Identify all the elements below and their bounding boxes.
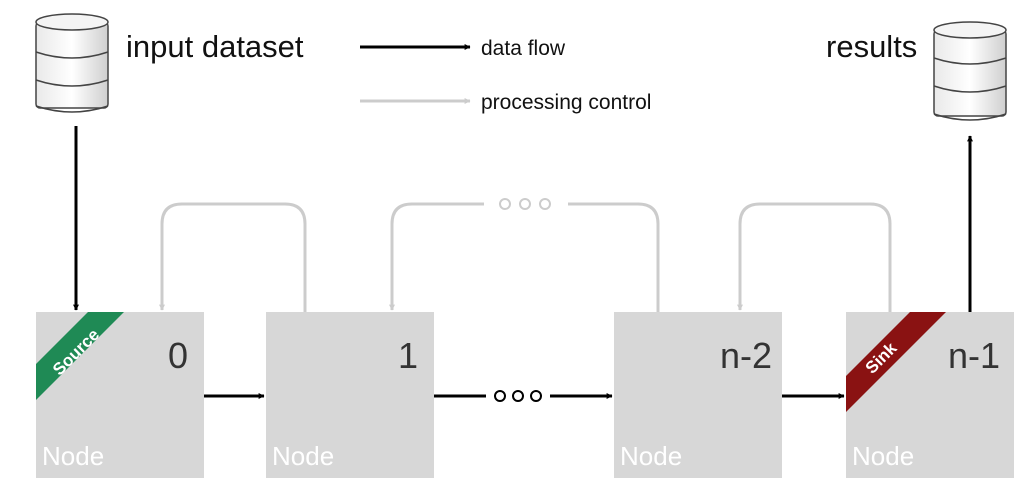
sink-banner	[846, 312, 946, 412]
input-dataset-label: input dataset	[126, 29, 304, 64]
node-n-1-box	[846, 312, 1014, 478]
node-n-1: Sink n-1 Node	[846, 312, 1014, 478]
node-0: Source 0 Node	[36, 312, 204, 478]
node-1-caption: Node	[272, 441, 334, 471]
control-arrow-node-n1-to-node-n2	[737, 202, 892, 312]
control-ellipsis-icon	[499, 198, 551, 210]
control-arrow-node1-to-node0	[159, 202, 307, 312]
node-n-1-caption: Node	[852, 441, 914, 471]
node-n-2: n-2 Node	[614, 312, 782, 478]
data-ellipsis-icon	[494, 390, 542, 402]
node-n-2-number: n-2	[720, 335, 772, 376]
node-1-box	[266, 312, 434, 478]
control-arrow-node-n2-segment	[568, 202, 660, 312]
legend: data flow processing control	[360, 37, 651, 114]
node-1: 1 Node	[266, 312, 434, 478]
results-database-icon	[933, 21, 1007, 121]
node-1-number: 1	[398, 335, 418, 376]
input-database-icon	[35, 13, 109, 113]
source-banner	[36, 312, 124, 400]
control-arrow-to-node1	[389, 202, 484, 311]
node-n-2-caption: Node	[620, 441, 682, 471]
legend-processing-control-label: processing control	[481, 91, 651, 114]
node-n-2-box	[614, 312, 782, 478]
node-0-number: 0	[168, 335, 188, 376]
node-0-caption: Node	[42, 441, 104, 471]
node-n-1-number: n-1	[948, 335, 1000, 376]
results-label: results	[826, 29, 917, 64]
legend-data-flow-label: data flow	[481, 37, 566, 60]
